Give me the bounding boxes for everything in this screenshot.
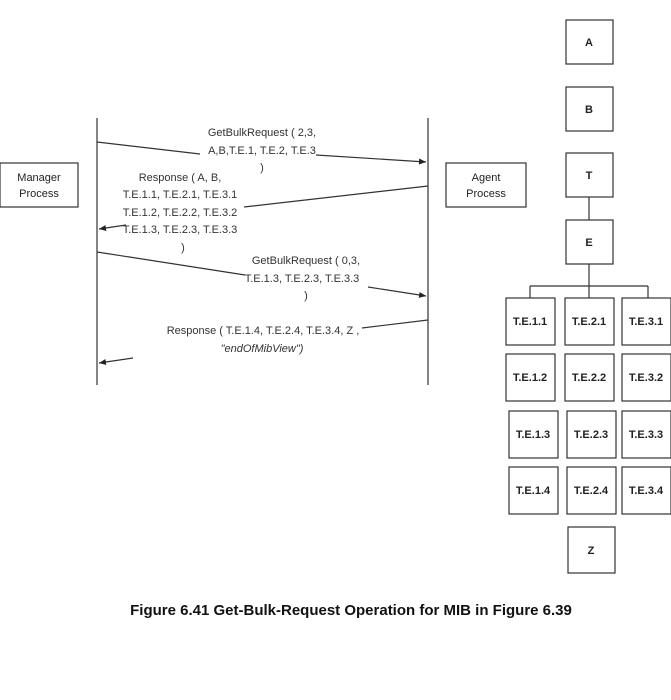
- tree-node-te14: [508, 466, 559, 515]
- tree-node-te22-label: T.E.2.2: [572, 372, 606, 384]
- tree-node-a-label: A: [585, 37, 593, 49]
- tree-node-t-label: T: [586, 170, 593, 182]
- tree-node-b-label: B: [585, 104, 593, 116]
- message-2-text-4: T.E.1.3, T.E.2.3, T.E.3.3: [123, 224, 238, 236]
- tree-node-b: [565, 86, 614, 132]
- manager-label-line2: Process: [19, 188, 59, 200]
- message-3-text-2: T.E.1.3, T.E.2.3, T.E.3.3: [245, 273, 360, 285]
- tree-node-e: [565, 219, 614, 265]
- tree-node-te12-label: T.E.1.2: [513, 372, 547, 384]
- message-1-text-3: ): [260, 162, 264, 174]
- message-3-text-3: ): [304, 290, 308, 302]
- message-response-1: Response ( A, B, T.E.1.1, T.E.2.1, T.E.3…: [98, 172, 429, 254]
- message-4-text-2: "endOfMibView"): [221, 343, 304, 355]
- tree-node-te21: [564, 297, 615, 346]
- message-2-arrow: [98, 224, 127, 231]
- message-2-text-1: Response ( A, B,: [139, 172, 222, 184]
- message-1-arrow: [315, 154, 427, 165]
- tree-node-te11: [505, 297, 556, 346]
- manager-process-box: Manager Process: [0, 162, 79, 208]
- message-1-line-start: [96, 141, 201, 155]
- tree-node-te31: [621, 297, 671, 346]
- message-3-text-1: GetBulkRequest ( 0,3,: [252, 255, 360, 267]
- tree-node-te13-label: T.E.1.3: [516, 429, 550, 441]
- tree-node-te23-label: T.E.2.3: [574, 429, 608, 441]
- tree-node-te33-label: T.E.3.3: [629, 429, 663, 441]
- tree-node-te32-label: T.E.3.2: [629, 372, 663, 384]
- tree-node-te14-label: T.E.1.4: [516, 485, 551, 497]
- tree-node-te33: [621, 410, 671, 459]
- tree-node-a: [565, 19, 614, 65]
- agent-process-box: Agent Process: [445, 162, 527, 208]
- agent-label-line2: Process: [466, 188, 506, 200]
- message-3-line-start: [96, 251, 246, 276]
- tree-node-te34-label: T.E.3.4: [629, 485, 664, 497]
- tree-node-te24-label: T.E.2.4: [574, 485, 609, 497]
- tree-node-te34: [621, 466, 671, 515]
- message-2-text-3: T.E.1.2, T.E.2.2, T.E.3.2: [123, 207, 238, 219]
- message-2-text-2: T.E.1.1, T.E.2.1, T.E.3.1: [123, 189, 238, 201]
- tree-node-te24: [566, 466, 617, 515]
- tree-node-e-label: E: [585, 237, 592, 249]
- tree-node-te21-label: T.E.2.1: [572, 316, 606, 328]
- message-2-line-start: [243, 185, 429, 208]
- tree-node-te13: [508, 410, 559, 459]
- agent-label-line1: Agent: [472, 172, 501, 184]
- tree-node-z-label: Z: [588, 545, 595, 557]
- message-1-text-1: GetBulkRequest ( 2,3,: [208, 127, 316, 139]
- message-4-arrow: [98, 357, 134, 365]
- message-2-text-5: ): [181, 242, 185, 254]
- message-getbulk-2: GetBulkRequest ( 0,3, T.E.1.3, T.E.2.3, …: [96, 251, 427, 302]
- message-4-line-start: [361, 319, 429, 329]
- message-1-text-2: A,B,T.E.1, T.E.2, T.E.3: [208, 145, 316, 157]
- tree-node-te32: [621, 353, 671, 402]
- tree-node-z: [567, 526, 616, 574]
- message-response-2: Response ( T.E.1.4, T.E.2.4, T.E.3.4, Z …: [98, 319, 429, 365]
- figure-caption: Figure 6.41 Get-Bulk-Request Operation f…: [130, 602, 572, 619]
- tree-node-te23: [566, 410, 617, 459]
- manager-label-line1: Manager: [17, 172, 61, 184]
- tree-node-te12: [505, 353, 556, 402]
- message-getbulk-1: GetBulkRequest ( 2,3, A,B,T.E.1, T.E.2, …: [96, 127, 427, 174]
- tree-node-te22: [564, 353, 615, 402]
- message-3-arrow: [367, 286, 427, 298]
- tree-node-t: [565, 152, 614, 198]
- mib-tree: A B T E T.E.1.1 T.E.2.1 T.E.3.1 T.E.1.2 …: [505, 19, 671, 574]
- tree-node-te11-label: T.E.1.1: [513, 316, 547, 328]
- tree-node-te31-label: T.E.3.1: [629, 316, 663, 328]
- message-4-text-1: Response ( T.E.1.4, T.E.2.4, T.E.3.4, Z …: [167, 325, 360, 337]
